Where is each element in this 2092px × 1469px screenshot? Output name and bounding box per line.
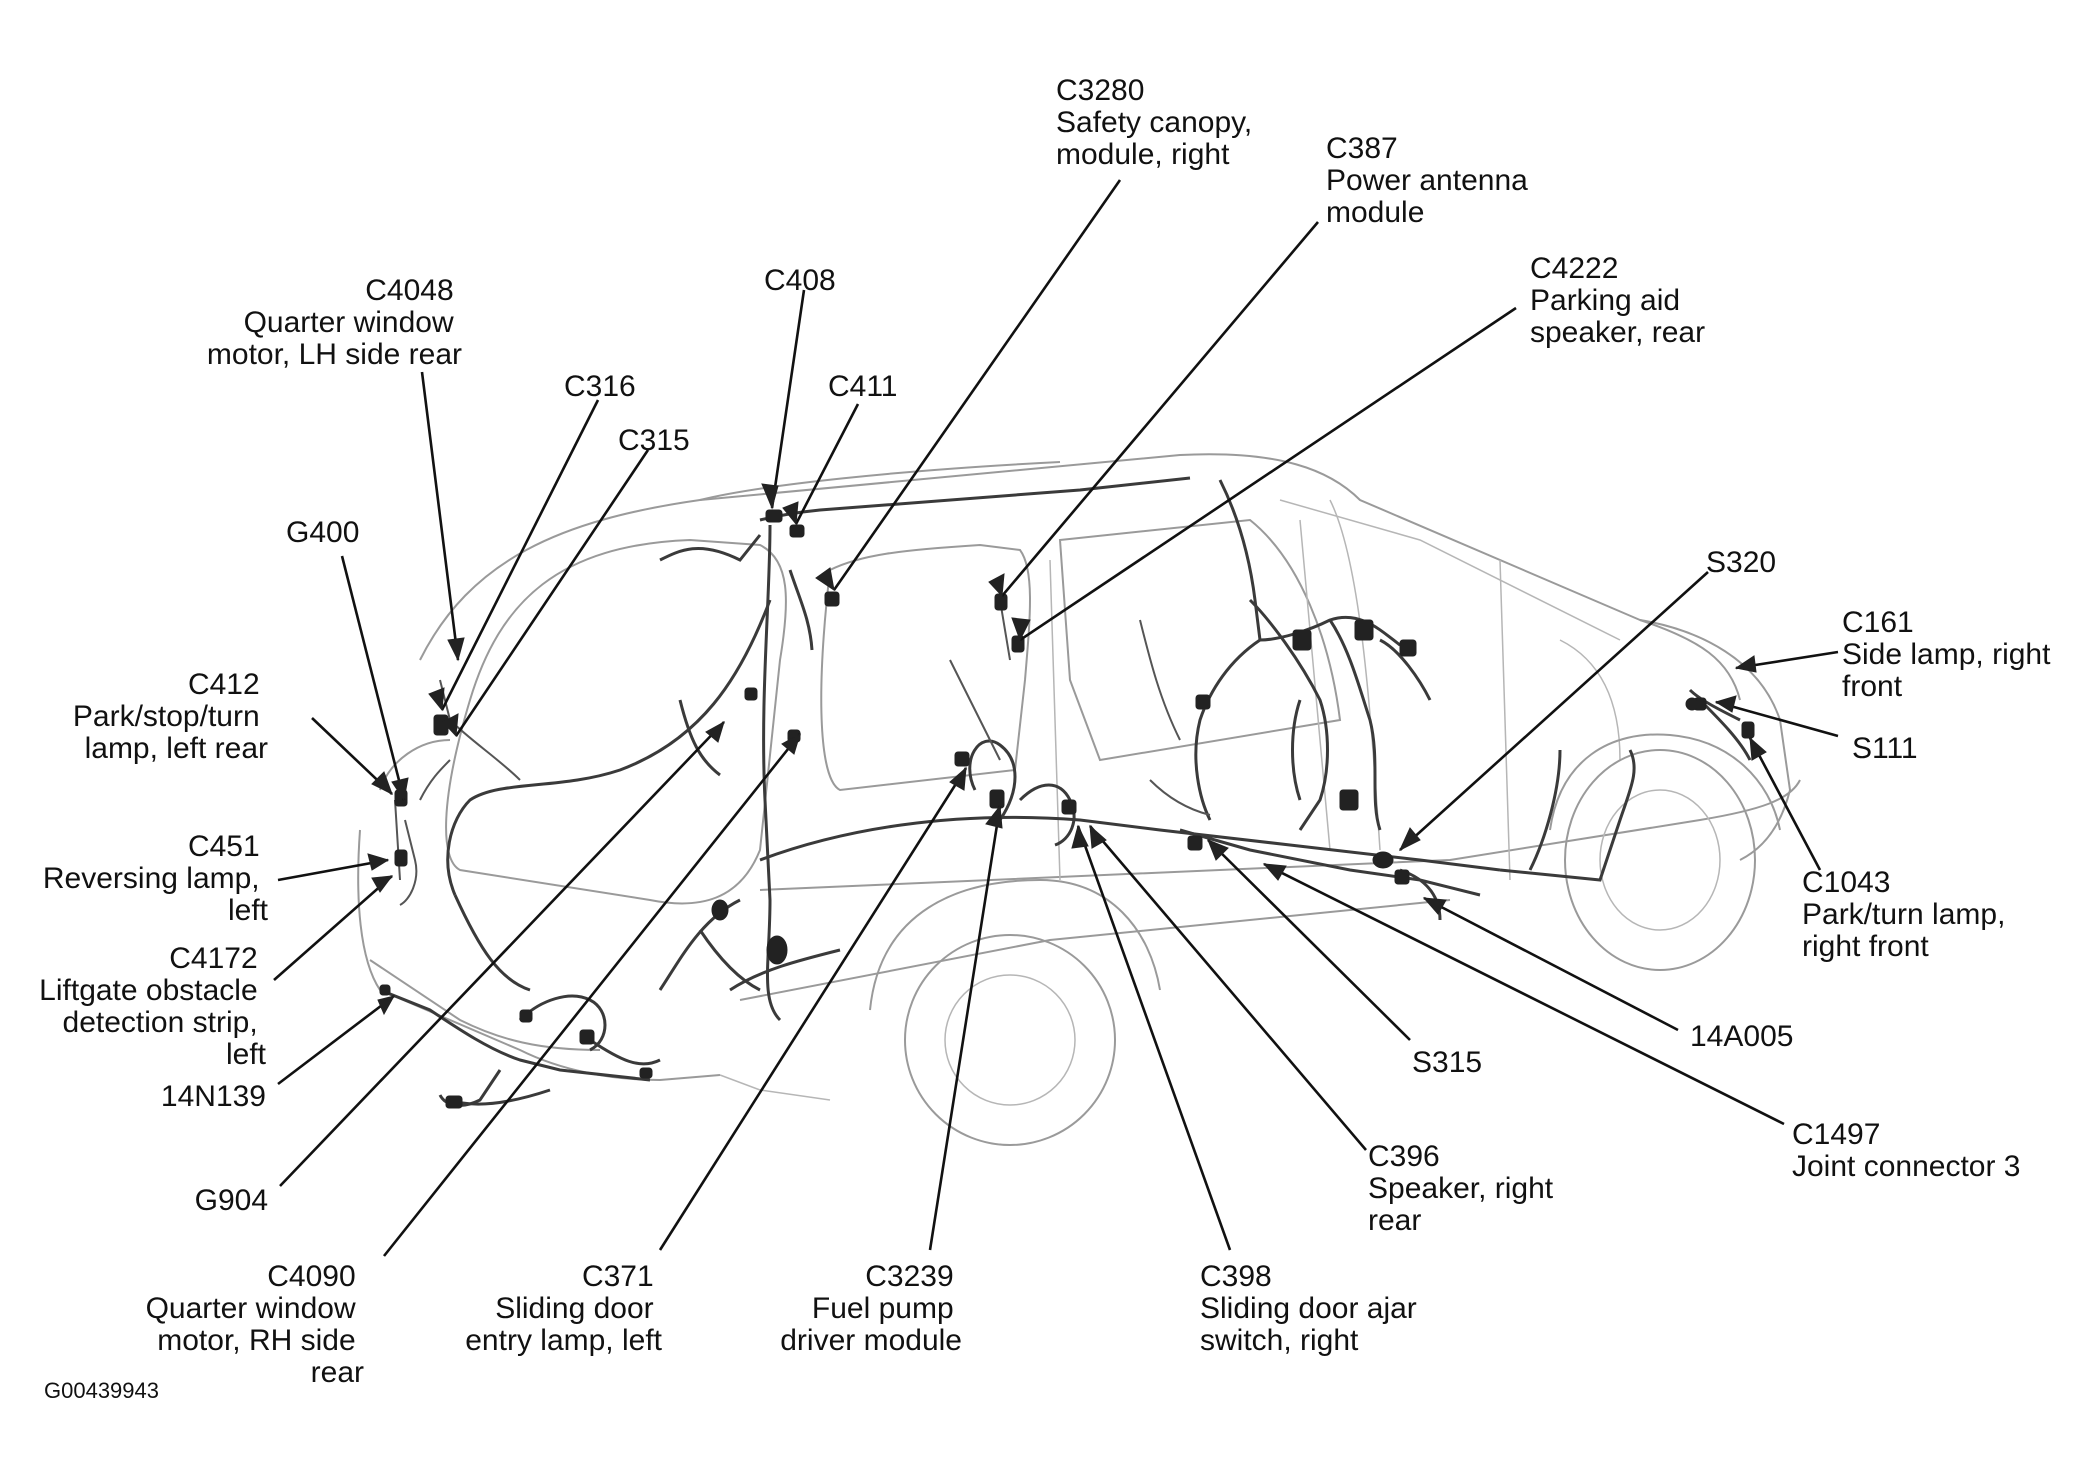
callout-c4048: C4048 Quarter window motor, LH side rear <box>207 274 462 371</box>
callout-c451: C451 Reversing lamp, left <box>43 830 269 927</box>
callout-s111: S111 <box>1852 732 1918 765</box>
callout-c3239: C3239 Fuel pump driver module <box>780 1260 962 1357</box>
callout-s315: S315 <box>1412 1046 1482 1079</box>
callout-c396: C396 Speaker, right rear <box>1368 1140 1561 1237</box>
callout-c4222: C4222 Parking aid speaker, rear <box>1530 252 1705 349</box>
callout-labels: C3280 Safety canopy, module, right C387 … <box>39 74 2059 1403</box>
callout-c371: C371 Sliding door entry lamp, left <box>465 1260 662 1357</box>
callout-c4090: C4090 Quarter window motor, RH side rear <box>146 1260 364 1389</box>
callout-c412: C412 Park/stop/turn lamp, left rear <box>73 668 268 765</box>
callout-c1043: C1043 Park/turn lamp, right front <box>1802 866 2014 963</box>
callout-c3280: C3280 Safety canopy, module, right <box>1056 74 1261 171</box>
callout-c4172: C4172 Liftgate obstacle detection strip,… <box>39 942 266 1071</box>
callout-c315: C315 <box>618 424 690 457</box>
callout-c316: C316 <box>564 370 636 403</box>
callout-s320: S320 <box>1706 546 1776 579</box>
callout-c161: C161 Side lamp, right front <box>1842 606 2059 703</box>
leader-lines <box>273 179 1839 1257</box>
callout-g904: G904 <box>195 1184 268 1217</box>
callout-14a005: 14A005 <box>1690 1020 1793 1053</box>
callout-c411: C411 <box>828 370 898 403</box>
callout-c398: C398 Sliding door ajar switch, right <box>1200 1260 1425 1357</box>
callout-c408: C408 <box>764 264 836 297</box>
van-body <box>357 453 1801 1146</box>
callout-c387: C387 Power antenna module <box>1326 132 1536 229</box>
callout-c1497: C1497 Joint connector 3 <box>1792 1118 2020 1183</box>
figure-id: G00439943 <box>44 1378 159 1403</box>
wiring-harness <box>379 476 1752 1107</box>
callout-14n139: 14N139 <box>161 1080 266 1113</box>
connector-markers <box>379 509 1755 1109</box>
callout-g400: G400 <box>286 516 359 549</box>
